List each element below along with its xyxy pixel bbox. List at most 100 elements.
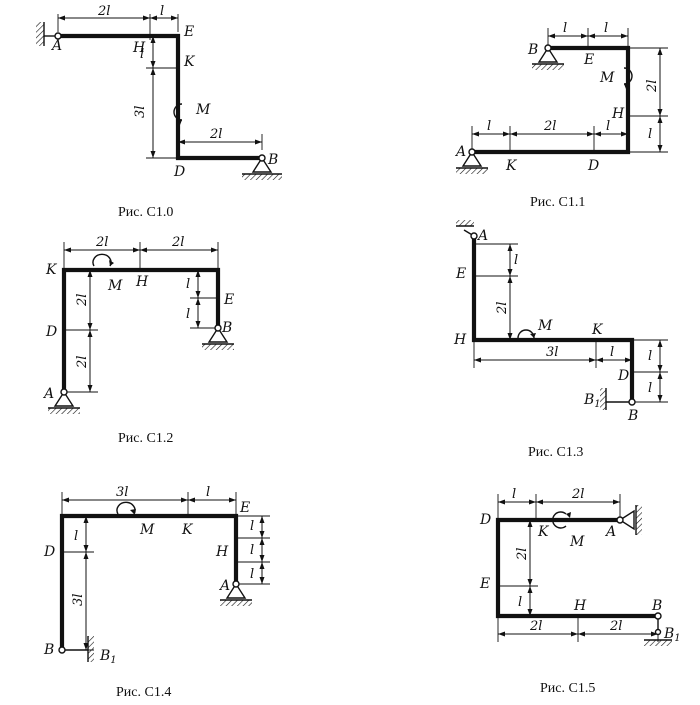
moment-label-m: M — [139, 522, 155, 538]
dim-label: 2l — [529, 619, 542, 634]
point-label-a: A — [42, 386, 54, 402]
roller-support-b1 — [600, 388, 636, 410]
figure-caption: Рис. С1.0 — [118, 205, 173, 220]
point-label-b1: B1 — [583, 392, 601, 410]
pin-support-b — [202, 324, 234, 350]
frame-beam — [471, 233, 635, 405]
dim-label: l — [512, 487, 516, 502]
moment-arrow — [623, 67, 633, 89]
dim-label: l — [518, 595, 522, 610]
dim-label: 3l — [116, 485, 128, 500]
dim-label: 2l — [97, 4, 110, 19]
point-label-e: E — [183, 24, 194, 40]
dimension-lines — [63, 242, 219, 393]
moment-arrow — [116, 501, 136, 515]
dim-label: l — [250, 519, 254, 534]
figure-c1-1: l l 2l l l 2l l B E M H A K D Рис. С1. — [454, 21, 668, 210]
point-label-k: K — [591, 322, 604, 338]
figure-c1-2: 2l 2l 2l 2l l l K M H E B D A Рис. С1.2 — [42, 235, 234, 446]
dim-label: 3l — [546, 345, 558, 360]
point-label-a: A — [476, 228, 488, 244]
point-label-d: D — [617, 368, 629, 384]
dim-label: 2l — [645, 80, 660, 93]
pin-support-a — [220, 580, 252, 606]
point-label-a: A — [454, 144, 466, 160]
dimension-lines — [57, 14, 263, 159]
dim-label: l — [610, 345, 614, 360]
pin-support-a — [456, 148, 488, 174]
point-label-a: A — [50, 38, 62, 54]
hinge-support-a — [456, 220, 478, 240]
point-label-k: K — [537, 524, 550, 540]
point-label-e: E — [239, 500, 250, 516]
figure-c1-4: 3l l l 3l l l l E M K D H A B B1 Р — [43, 485, 270, 700]
dim-label: l — [604, 21, 608, 36]
dim-label: l — [250, 543, 254, 558]
dim-label: l — [606, 119, 610, 134]
frame-beam — [61, 267, 221, 395]
point-label-b1: B1 — [663, 626, 681, 644]
dim-label: 2l — [95, 235, 108, 250]
point-label-d: D — [43, 544, 55, 560]
dim-label: l — [487, 119, 491, 134]
dim-label: l — [563, 21, 567, 36]
figure-c1-5: l 2l 2l l 2l 2l D K M A E H B B1 — [479, 487, 681, 696]
point-label-h: H — [611, 106, 625, 122]
dim-label: 3l — [133, 106, 148, 118]
point-label-d: D — [587, 158, 599, 174]
dim-label: l — [186, 307, 190, 322]
dim-label: 2l — [209, 127, 222, 142]
point-label-b: B — [43, 642, 54, 658]
point-label-e: E — [455, 266, 466, 282]
dim-label: l — [160, 4, 164, 19]
figure-caption: Рис. С1.4 — [116, 685, 171, 700]
moment-label-m: M — [195, 102, 211, 118]
moment-label-m: M — [599, 70, 615, 86]
point-label-h: H — [135, 274, 149, 290]
pin-support-b — [532, 44, 564, 70]
point-label-e: E — [583, 52, 594, 68]
point-label-d: D — [173, 164, 185, 180]
roller-support-b1 — [644, 612, 672, 646]
point-label-b: B — [527, 42, 538, 58]
dim-label: 2l — [609, 619, 622, 634]
dimension-lines — [471, 28, 668, 153]
dimension-lines — [497, 494, 659, 642]
dim-label: l — [206, 485, 210, 500]
dim-label: l — [140, 47, 144, 62]
hinge-a — [54, 32, 62, 40]
figure-c1-0: 2l l l 3l 2l A H E K M D B Рис. С1.0 — [36, 4, 282, 220]
frame-beam — [59, 513, 239, 653]
frame-beam — [469, 45, 631, 155]
moment-arrow — [552, 511, 571, 529]
dim-label: l — [648, 381, 652, 396]
point-label-h: H — [573, 598, 587, 614]
figure-caption: Рис. С1.1 — [530, 195, 585, 210]
figure-caption: Рис. С1.5 — [540, 681, 595, 696]
moment-arrow — [173, 103, 183, 125]
dim-label: 3l — [71, 594, 86, 606]
point-label-b: B — [221, 320, 232, 336]
dim-label: l — [514, 253, 518, 268]
dim-label: l — [648, 127, 652, 142]
dim-label: l — [250, 567, 254, 582]
point-label-b: B — [651, 598, 662, 614]
dim-label: 2l — [75, 294, 90, 307]
figure-c1-3: l 2l 3l l l l A E H M K D B1 B Рис. С1 — [453, 220, 668, 460]
point-label-k: K — [183, 54, 196, 70]
point-label-h: H — [215, 544, 229, 560]
point-label-e: E — [479, 576, 490, 592]
dim-label: 2l — [171, 235, 184, 250]
point-label-k: K — [181, 522, 194, 538]
point-label-b: B — [267, 152, 278, 168]
dim-label: l — [648, 349, 652, 364]
dim-label: l — [74, 529, 78, 544]
point-label-b1: B1 — [99, 648, 117, 666]
moment-label-m: M — [107, 278, 123, 294]
moment-label-m: M — [537, 318, 553, 334]
dim-label: 2l — [75, 356, 90, 369]
hinge-support-a — [616, 505, 642, 535]
wall-hatch — [36, 22, 44, 46]
point-label-d: D — [479, 512, 491, 528]
